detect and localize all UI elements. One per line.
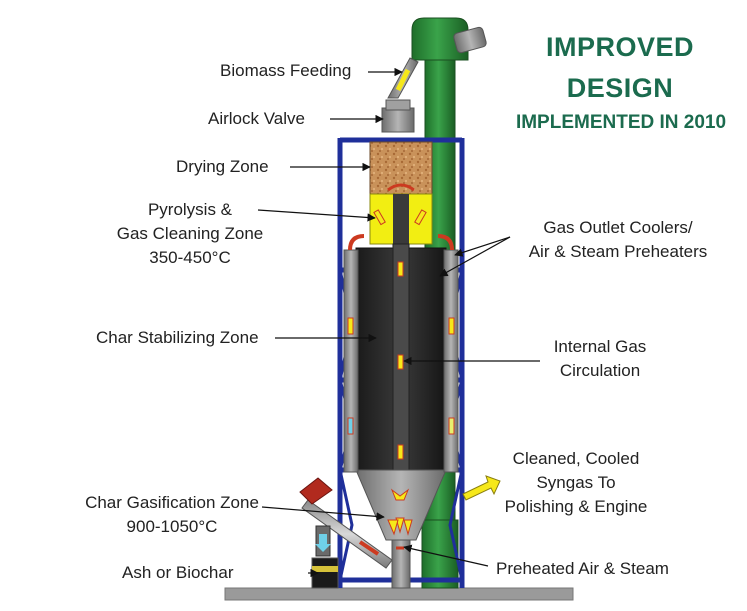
feed-chute: [387, 57, 419, 99]
label-syngas-line-2: Syngas To: [536, 473, 616, 492]
label-ash-biochar: Ash or Biochar: [122, 563, 234, 582]
heading-line-2: DESIGN: [566, 73, 674, 103]
internal-flow-arrows: [347, 209, 455, 460]
label-gas-outlet-line-1: Gas Outlet Coolers/: [543, 218, 693, 237]
ash-bin: [311, 525, 339, 589]
label-preheated-air-steam: Preheated Air & Steam: [496, 559, 669, 578]
airlock-valve: [381, 99, 415, 133]
label-internal-gas-line-1: Internal Gas: [553, 337, 647, 356]
heading-line-3: IMPLEMENTED IN 2010: [515, 112, 727, 133]
label-pyrolysis-line-2: Gas Cleaning Zone: [116, 224, 264, 243]
label-gas-outlet-line-2: Air & Steam Preheaters: [528, 242, 708, 261]
label-airlock-valve: Airlock Valve: [208, 109, 305, 128]
label-internal-gas-line-2: Circulation: [559, 361, 641, 380]
syngas-outlet-arrow: [462, 475, 501, 501]
label-syngas-line-1: Cleaned, Cooled: [512, 449, 640, 468]
label-pyrolysis-line-3: 350-450°C: [149, 248, 231, 267]
gasification-zone-arrows: [387, 488, 413, 536]
ground-slab: [224, 587, 574, 601]
label-syngas-line-3: Polishing & Engine: [504, 497, 648, 516]
label-char-gasification-line-1: Char Gasification Zone: [85, 493, 259, 512]
label-pyrolysis-line-1: Pyrolysis &: [147, 200, 233, 219]
heading-line-1: IMPROVED: [545, 32, 695, 62]
label-char-stabilizing: Char Stabilizing Zone: [96, 328, 259, 347]
label-biomass-feeding: Biomass Feeding: [220, 61, 352, 80]
label-drying-zone: Drying Zone: [176, 157, 269, 176]
ash-auger: [299, 477, 393, 569]
leader-lines: [257, 67, 540, 578]
label-char-gasification-line-2: 900-1050°C: [126, 517, 218, 536]
